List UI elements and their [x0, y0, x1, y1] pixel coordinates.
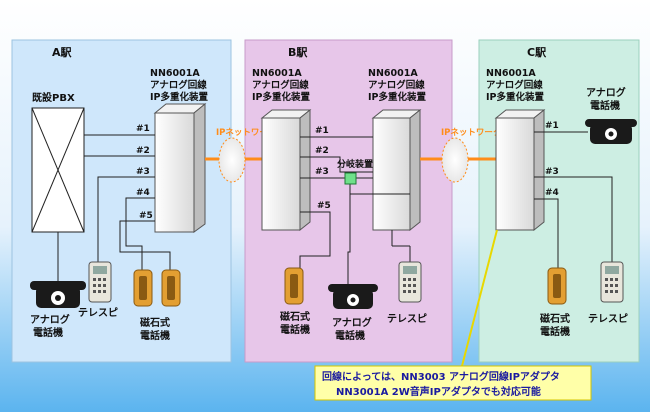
c-telespi-icon [600, 261, 624, 303]
svg-text:IP多重化装置: IP多重化装置 [150, 91, 208, 103]
svg-text:IP多重化装置: IP多重化装置 [486, 91, 544, 103]
station-a-wiring [57, 134, 171, 287]
pbx-box [31, 107, 85, 233]
station-c-wiring [534, 131, 613, 268]
c-analog-label-2: 電話機 [590, 99, 620, 112]
device-a [153, 102, 207, 233]
c-telespi-label: テレスピ [588, 313, 628, 325]
c-analog-label-1: アナログ [586, 86, 626, 99]
device-b1-label: NN6001A アナログ回線 IP多重化装置 [252, 68, 310, 103]
svg-text:NN6001A: NN6001A [252, 68, 302, 79]
station-c-label: C駅 [527, 46, 546, 59]
ip-cloud-1 [218, 137, 246, 183]
c-port-4: #4 [545, 188, 559, 198]
b-analog-label-2: 電話機 [335, 329, 365, 342]
svg-text:NN6001A: NN6001A [486, 68, 536, 79]
svg-text:IP多重化装置: IP多重化装置 [252, 91, 310, 103]
ip-network-label-2: IPネットワーク [441, 127, 501, 138]
c-port-3: #3 [545, 167, 559, 177]
b1-port-5: #5 [317, 201, 331, 211]
station-b-wiring [299, 136, 411, 290]
c-magneto-label-1: 磁石式 [540, 312, 570, 325]
a-magneto-phone-icon-1 [133, 269, 153, 307]
device-b1 [260, 108, 312, 232]
a-analog-phone-icon [30, 281, 86, 308]
note-pointer [461, 229, 498, 367]
svg-text:NN6001A: NN6001A [368, 68, 418, 79]
c-magneto-label-2: 電話機 [540, 325, 570, 338]
station-a-label: A駅 [52, 46, 72, 59]
device-c [494, 108, 546, 232]
a-magneto-label-2: 電話機 [140, 329, 170, 342]
b-analog-label-1: アナログ [332, 316, 372, 329]
b-magneto-label-1: 磁石式 [280, 310, 310, 323]
note-line-2: NN3001A 2W音声IPアダプタでも対応可能 [336, 385, 541, 398]
svg-text:アナログ回線: アナログ回線 [252, 79, 309, 91]
b-telespi-label: テレスピ [387, 313, 427, 325]
ip-cloud-2 [441, 137, 469, 183]
b1-port-2: #2 [315, 146, 329, 156]
note-box [314, 365, 592, 401]
svg-text:NN6001A: NN6001A [150, 68, 200, 79]
pbx-label: 既設PBX [32, 91, 75, 104]
b-magneto-label-2: 電話機 [280, 323, 310, 336]
a-port-2: #2 [136, 146, 150, 156]
device-b2 [371, 108, 422, 232]
device-b2-label: NN6001A アナログ回線 IP多重化装置 [368, 68, 426, 103]
c-magneto-phone-icon [547, 267, 567, 305]
a-magneto-label-1: 磁石式 [140, 316, 170, 329]
a-port-4: #4 [136, 188, 150, 198]
a-magneto-phone-icon-2 [161, 269, 181, 307]
device-c-label: NN6001A アナログ回線 IP多重化装置 [486, 68, 544, 103]
c-analog-phone-icon [585, 119, 637, 144]
a-telespi-label: テレスピ [78, 307, 118, 319]
b-analog-phone-icon [328, 284, 378, 309]
b1-port-1: #1 [315, 126, 329, 136]
svg-text:アナログ回線: アナログ回線 [150, 79, 207, 91]
a-analog-label-2: 電話機 [33, 326, 63, 339]
ip-network-label-1: IPネットワーク [216, 127, 276, 138]
a-port-3: #3 [136, 167, 150, 177]
a-analog-label-1: アナログ [30, 313, 70, 326]
device-a-label: NN6001A アナログ回線 IP多重化装置 [150, 68, 208, 103]
splitter-icon [344, 172, 357, 185]
b-telespi-icon [398, 261, 422, 303]
splitter-label: 分岐装置 [337, 158, 373, 170]
a-telespi-icon [88, 261, 112, 303]
station-b-label: B駅 [288, 46, 307, 59]
b1-port-3: #3 [315, 167, 329, 177]
a-port-1: #1 [136, 124, 150, 134]
note-line-1: 回線によっては、NN3003 アナログ回線IPアダプタ [322, 370, 560, 383]
b-magneto-phone-icon [284, 267, 304, 305]
c-port-1: #1 [545, 121, 559, 131]
svg-text:アナログ回線: アナログ回線 [368, 79, 425, 91]
svg-text:IP多重化装置: IP多重化装置 [368, 91, 426, 103]
svg-text:アナログ回線: アナログ回線 [486, 79, 543, 91]
a-port-5: #5 [139, 211, 153, 221]
